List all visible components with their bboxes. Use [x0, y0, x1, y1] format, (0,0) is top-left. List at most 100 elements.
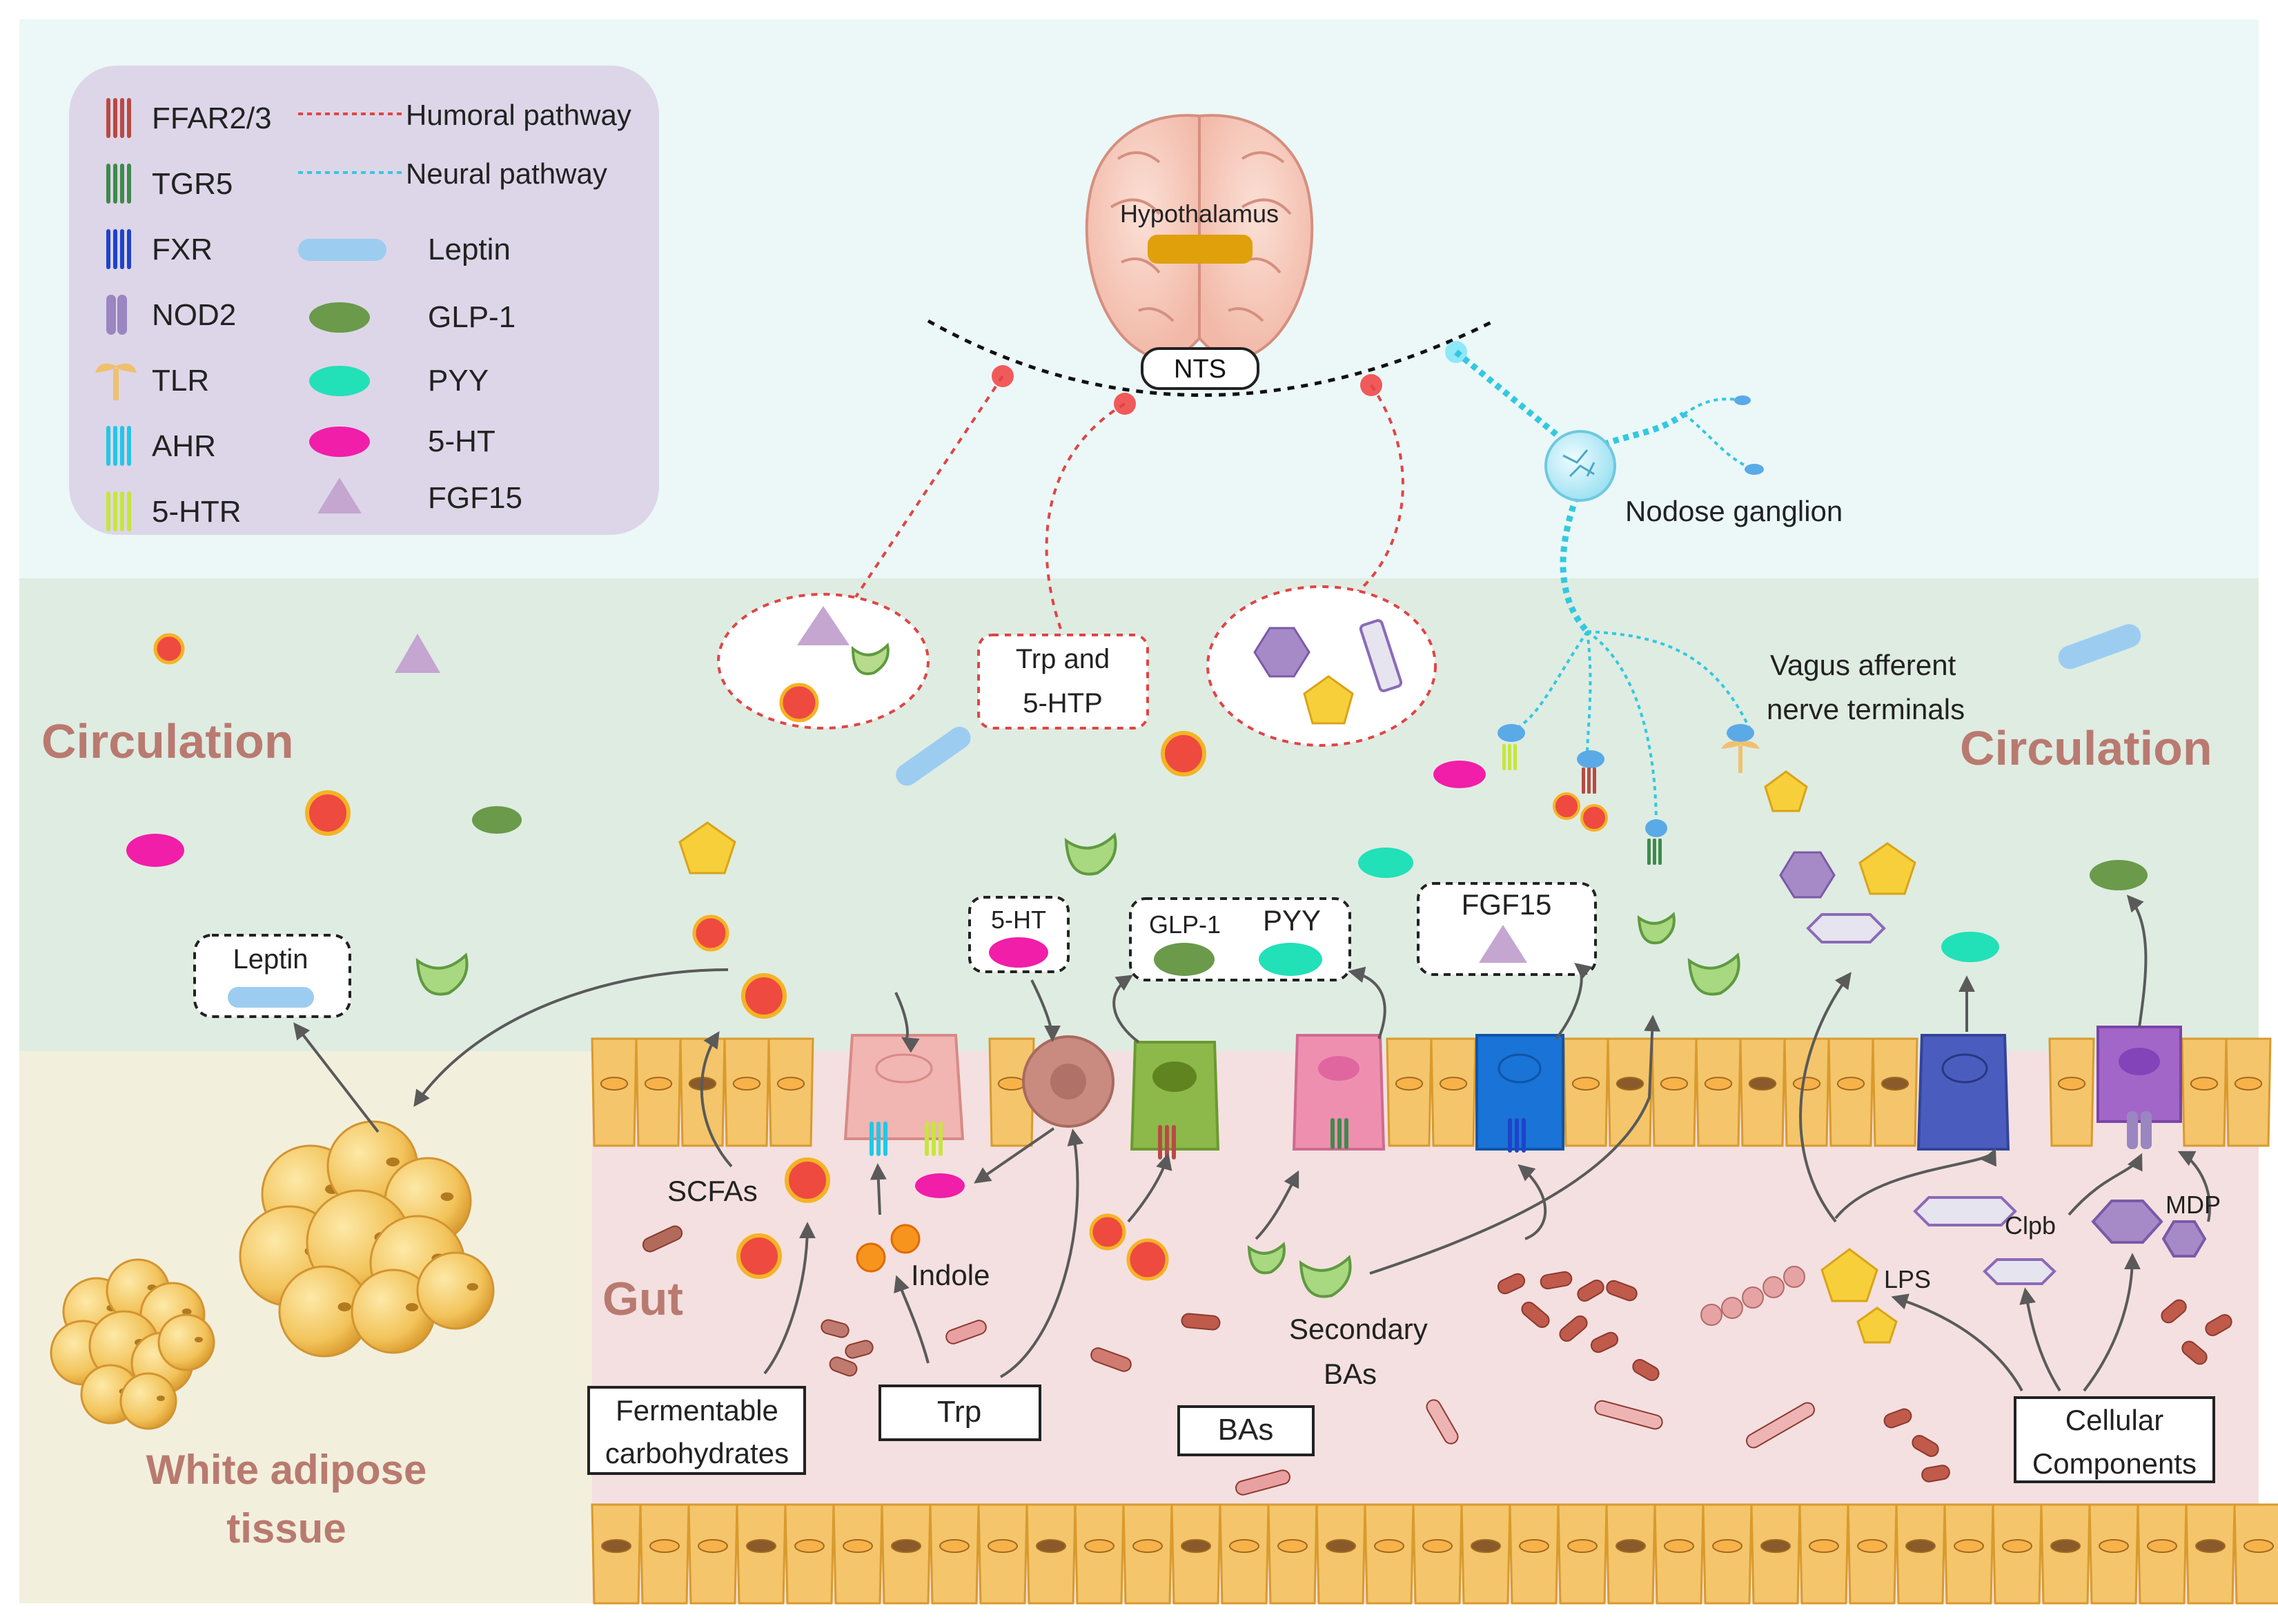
coccus-bacterium: [1700, 1304, 1722, 1326]
bacterium: [845, 1340, 874, 1359]
free-glp1: [2090, 860, 2148, 890]
epithelial-cell: [832, 1503, 883, 1605]
neural-terminal-b: [1745, 464, 1764, 475]
free-pyy: [1358, 848, 1413, 878]
epithelial-cell: [1750, 1503, 1801, 1605]
leptin-box-label: Leptin: [233, 944, 308, 975]
intestinal-epithelium-top: [591, 1037, 2272, 1147]
free-5ht: [1433, 761, 1486, 788]
legend-pathway-label: Neural pathway: [406, 157, 607, 190]
vagus-label-line2: nerve terminals: [1767, 693, 1965, 725]
pyy-cell-nucleus: [1318, 1056, 1359, 1081]
pyy-box-molecule: [1259, 943, 1322, 976]
free-scfa: [1580, 804, 1608, 832]
free-leptin: [2058, 624, 2141, 669]
legend-molecule-item: 5-HT: [309, 424, 495, 458]
intestinal-epithelium-bottom: [591, 1503, 2278, 1605]
epithelial-cell: [1992, 1503, 2043, 1605]
enteroendocrine-cells: [843, 1026, 2182, 1151]
epithelial-cell: [1895, 1503, 1946, 1605]
bacterium: [1912, 1435, 1939, 1457]
ellipse-fgf15: [797, 606, 850, 645]
epithelial-cell: [1557, 1503, 1608, 1605]
serotonin-box-molecule: [989, 937, 1048, 968]
epithelial-cell: [1827, 1037, 1874, 1147]
epithelial-cell: [687, 1503, 738, 1605]
fgf15-box: [1417, 882, 1597, 976]
free-lps: [1764, 770, 1808, 812]
legend-receptor-item: FFAR2/3: [106, 98, 272, 138]
epithelial-cell: [1386, 1037, 1433, 1147]
bacterium: [2181, 1340, 2208, 1365]
legend-molecule-label: FGF15: [428, 481, 522, 515]
lumen-lps: [1856, 1307, 1898, 1344]
legend-molecule-item: Leptin: [298, 233, 511, 266]
molecule-swatch: [317, 478, 362, 513]
ellipse-scfa: [779, 683, 819, 723]
epithelial-cell: [736, 1503, 787, 1605]
free-ba: [415, 952, 469, 996]
epithelial-cell: [723, 1037, 770, 1147]
receptor-icon: [106, 491, 131, 531]
bas-box-label: BAs: [1218, 1413, 1274, 1447]
coccus-bacterium: [1783, 1266, 1805, 1288]
free-fgf15: [395, 634, 440, 673]
legend-molecule-label: Leptin: [428, 233, 511, 266]
serotonin-box-label: 5-HT: [991, 906, 1046, 934]
fgf15-cell-nucleus: [1498, 1053, 1542, 1084]
nodose-neuron-network: [1562, 449, 1595, 478]
ffar-receptor: [1158, 1125, 1176, 1160]
circ-5htr-receptor: [1502, 744, 1517, 770]
circulation-molecules: [126, 624, 2148, 1019]
epithelial-cell: [929, 1503, 980, 1605]
fermentable-carbs-box: [587, 1386, 806, 1475]
legend-receptor-label: AHR: [152, 429, 216, 463]
epithelial-cell: [1364, 1503, 1415, 1605]
neural-node: [1445, 341, 1467, 363]
epithelial-cell: [1122, 1503, 1173, 1605]
epithelial-cell: [1605, 1503, 1656, 1605]
nod2-receptor: [2127, 1111, 2152, 1149]
bacterium: [642, 1225, 683, 1253]
epithelial-receptors: [870, 1111, 2152, 1198]
legend-receptor-item: FXR: [106, 229, 213, 269]
ellipse-ba: [851, 642, 890, 676]
ellipse-mdp: [1253, 627, 1310, 678]
epithelial-cell: [2048, 1037, 2095, 1147]
free-scfa: [305, 790, 351, 836]
bacterium: [1594, 1400, 1663, 1430]
receptor-icon: [106, 98, 131, 138]
legend-pathway-label: Humoral pathway: [406, 99, 631, 131]
bacterium: [1590, 1331, 1619, 1353]
free-scfa: [741, 973, 787, 1019]
coccus-bacterium: [1762, 1276, 1785, 1298]
legend-molecule-label: PYY: [428, 364, 489, 398]
free-mdp: [1779, 851, 1836, 899]
bacterium: [1426, 1399, 1459, 1445]
vagus-terminal-1: [1498, 724, 1525, 742]
circ-tgr5-receptor: [1647, 839, 1662, 865]
lps-label: LPS: [1884, 1265, 1931, 1293]
tgr5-blue-cell: [1916, 1034, 2010, 1151]
bacterium: [829, 1356, 858, 1377]
fat-cell: [119, 1372, 177, 1430]
bacterium: [1540, 1271, 1573, 1290]
l-cell: [1130, 1041, 1220, 1151]
circ-ffar-receptor: [1582, 767, 1596, 794]
free-scfa: [1161, 731, 1206, 776]
ahr-receptor: [870, 1122, 887, 1156]
free-ba: [1687, 952, 1740, 996]
epithelial-cell: [1267, 1503, 1318, 1605]
epithelial-cell: [2137, 1503, 2188, 1605]
trp-5htp-line1: Trp and: [1016, 644, 1110, 674]
epithelial-cell: [2088, 1503, 2139, 1605]
free-ba: [1637, 912, 1676, 945]
humoral-pathways: [854, 375, 1404, 636]
receptor-icon: [95, 363, 137, 400]
legend-receptor-label: TLR: [152, 364, 209, 398]
leptin-box-molecule: [228, 987, 314, 1008]
brain: Hypothalamus NTS: [1085, 114, 1314, 390]
circ-tlr-receptor: [1721, 741, 1760, 773]
